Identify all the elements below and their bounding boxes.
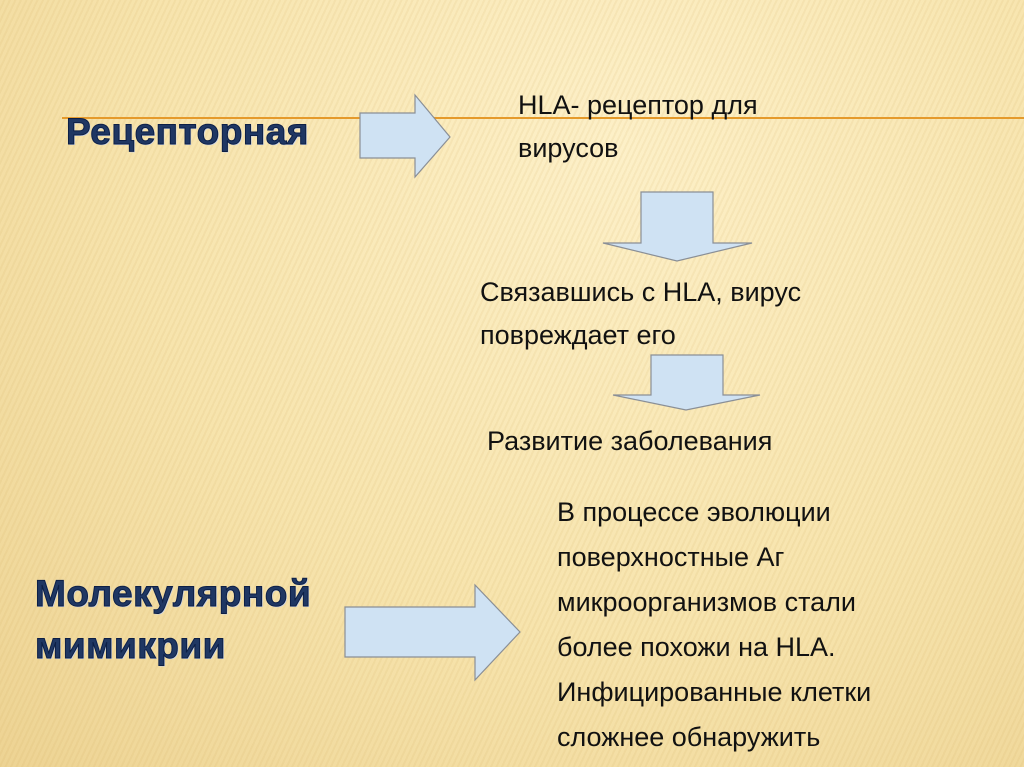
right-arrow-receptor [359, 93, 451, 179]
mimicry-description: В процессе эволюции поверхностные Аг мик… [557, 490, 871, 760]
step1-line1: HLA- рецептор для [518, 90, 758, 120]
title-accent-line [62, 117, 1024, 119]
step2-line1: Связавшись с HLA, вирус [480, 277, 802, 307]
mimicry-line: более похожи на HLA. [557, 632, 836, 662]
mimicry-line: сложнее обнаружить [557, 722, 821, 752]
mimicry-line: поверхностные Аг [557, 542, 785, 572]
receptor-step3: Развитие заболевания [487, 426, 773, 456]
down-arrow-2 [612, 354, 761, 411]
mimicry-line: микроорганизмов стали [557, 587, 857, 617]
step2-line2: повреждает его [480, 320, 676, 350]
mimicry-line: В процессе эволюции [557, 497, 831, 527]
right-arrow-mimicry [344, 583, 521, 682]
receptor-step2: Связавшись с HLA, вирус повреждает его [480, 271, 801, 357]
down-arrow-1 [602, 191, 753, 262]
heading-mimicry-line2: мимикрии [35, 625, 226, 667]
heading-receptor: Рецепторная [66, 111, 309, 153]
mimicry-line: Инфицированные клетки [557, 677, 872, 707]
step1-line2: вирусов [518, 133, 619, 163]
heading-mimicry-line1: Молекулярной [34, 573, 312, 615]
receptor-step1: HLA- рецептор для вирусов [518, 84, 758, 170]
